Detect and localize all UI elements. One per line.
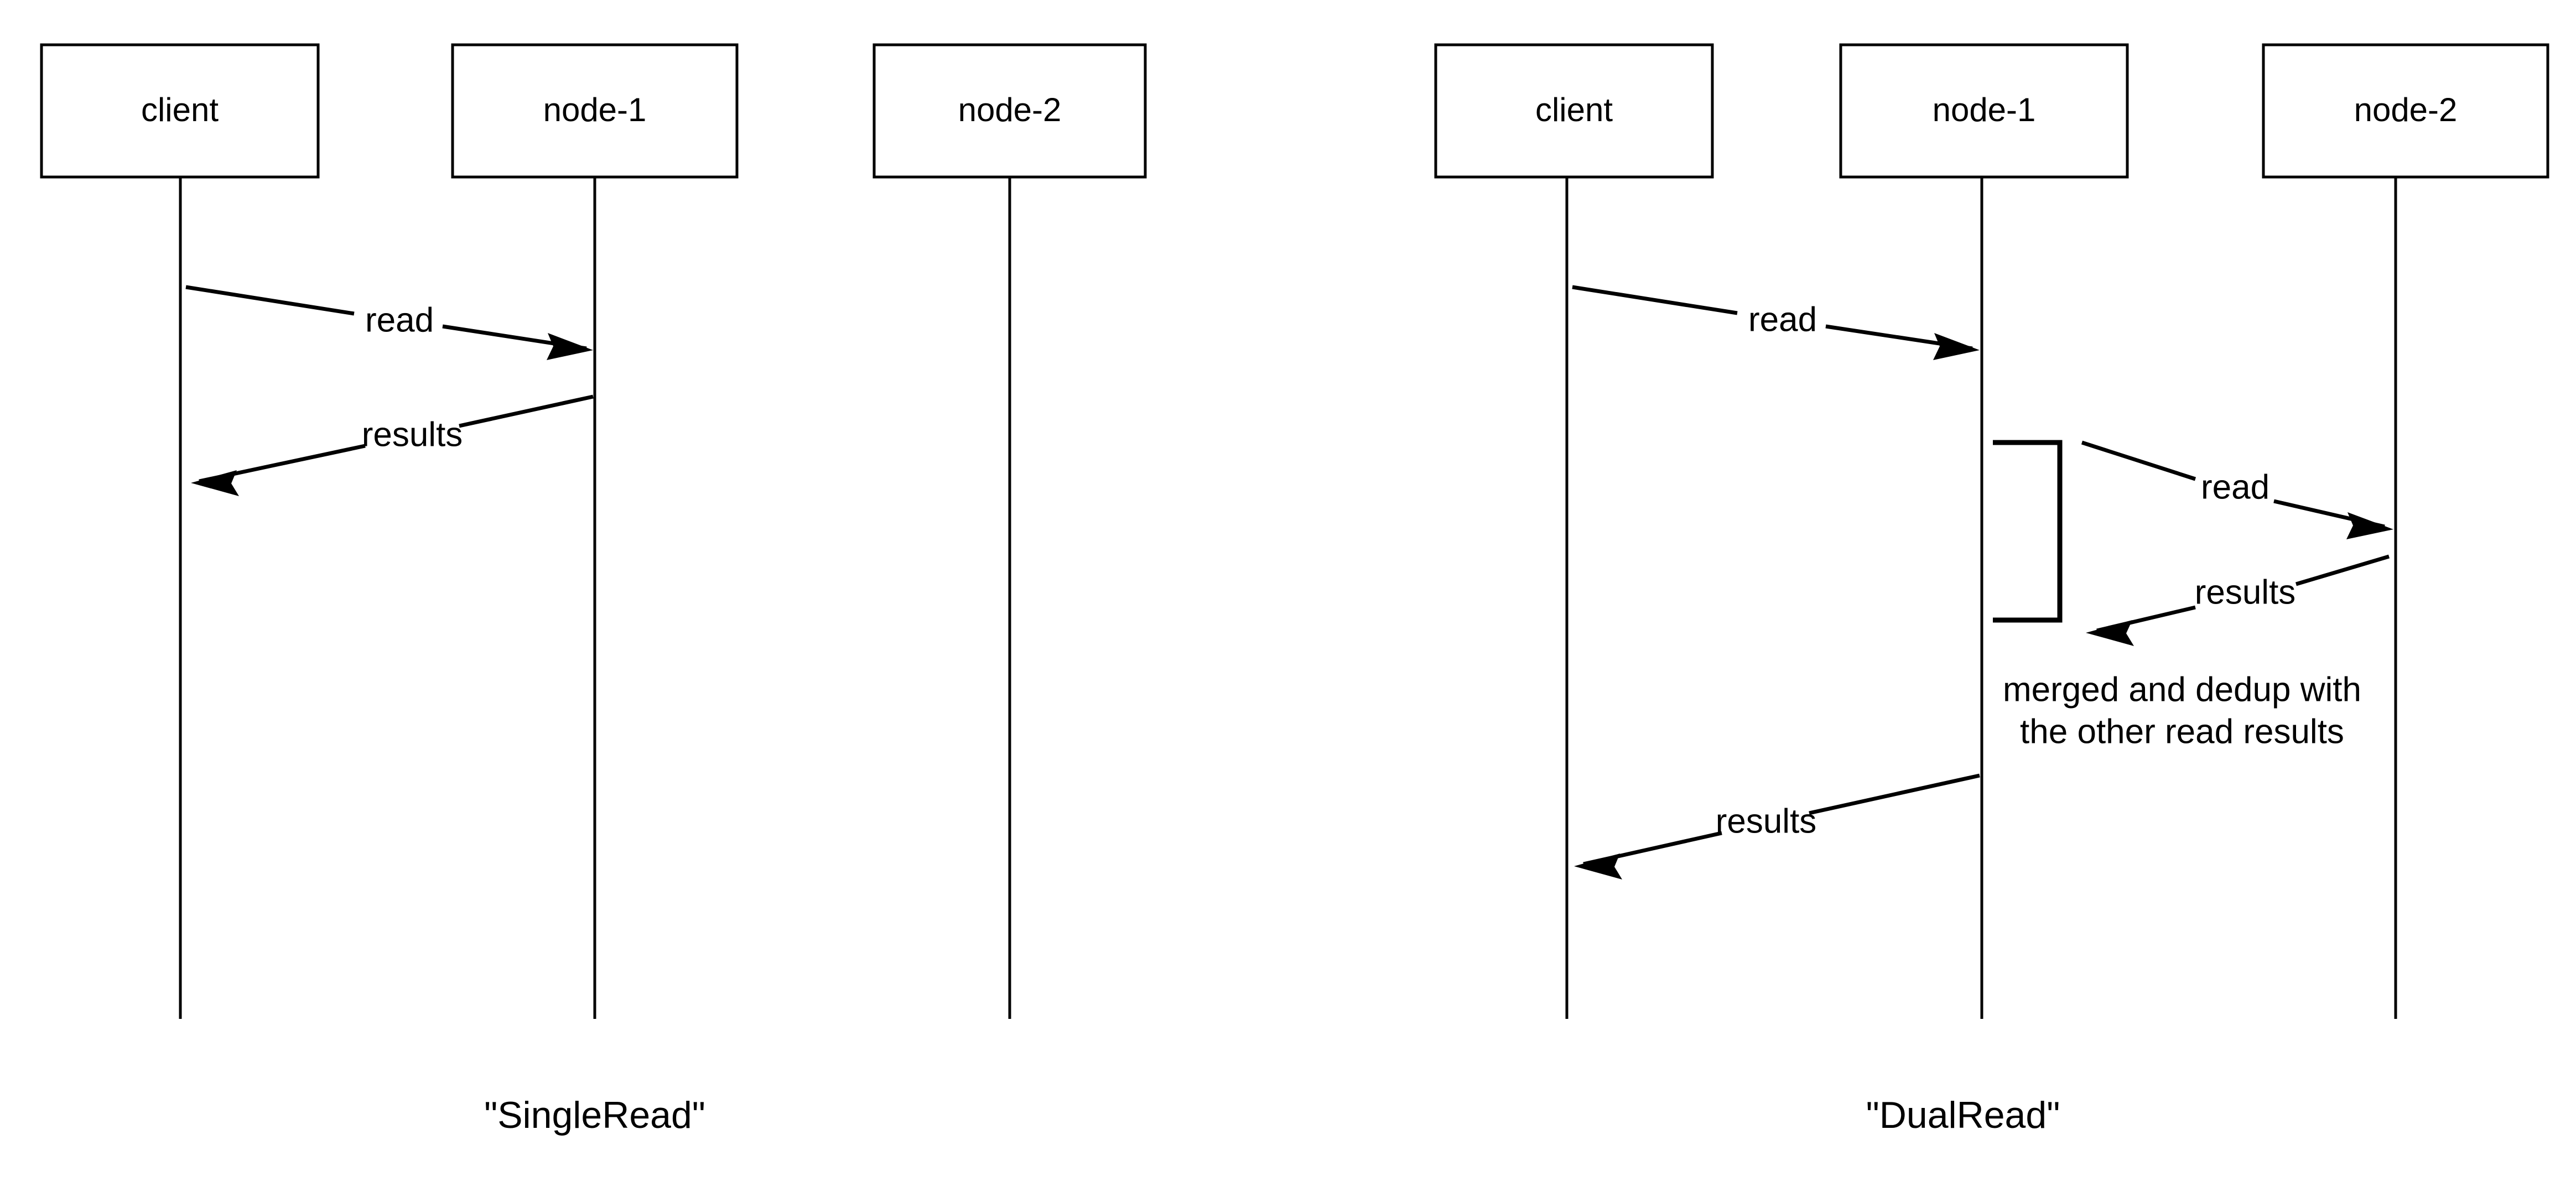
participant-node-2-dual[interactable]: node-2 — [2262, 43, 2549, 179]
arrow-head-right-icon — [1933, 333, 1980, 360]
arrow-head-right-icon — [547, 333, 593, 360]
message-results-node2-to-node1-dual[interactable]: results — [2086, 554, 2390, 646]
message-label: results — [1716, 802, 1817, 840]
message-label: read — [1748, 300, 1817, 339]
participant-box[interactable] — [872, 43, 1147, 179]
arrow-head-left-icon — [2086, 620, 2134, 646]
message-label: results — [2195, 573, 2296, 611]
diagram-single-read: client node-1 node-2 read — [40, 43, 1147, 1136]
note-merged-dedup: merged and dedup with the other read res… — [2003, 670, 2361, 751]
participant-box[interactable] — [40, 43, 320, 179]
note-line-1: merged and dedup with — [2003, 670, 2361, 709]
participant-node-1-single[interactable]: node-1 — [451, 43, 739, 179]
arrow-head-right-icon — [2346, 512, 2393, 539]
participant-client-single[interactable]: client — [40, 43, 320, 179]
participant-box[interactable] — [2262, 43, 2549, 179]
participant-box[interactable] — [1434, 43, 1714, 179]
activation-bracket-node-1 — [1993, 440, 2063, 623]
message-read-client-to-node1-dual[interactable]: read — [1572, 285, 1980, 360]
message-label: read — [365, 301, 434, 339]
message-read-client-to-node1-single[interactable]: read — [185, 285, 593, 360]
participant-box[interactable] — [451, 43, 739, 179]
participant-label: client — [141, 91, 219, 128]
message-read-node1-to-node2-dual[interactable]: read — [2081, 440, 2393, 539]
arrow-head-left-icon — [191, 470, 239, 496]
message-line — [1809, 773, 1980, 815]
message-results-node1-to-client-dual[interactable]: results — [1574, 773, 1980, 879]
message-results-node1-to-client-single[interactable]: results — [191, 394, 594, 496]
message-label: read — [2201, 468, 2269, 506]
message-line — [2081, 440, 2196, 481]
note-line-2: the other read results — [2020, 712, 2344, 751]
message-line — [185, 285, 355, 316]
participant-label: client — [1535, 91, 1613, 128]
message-label: results — [362, 415, 463, 454]
diagram-caption-single-read: "SingleRead" — [484, 1094, 705, 1136]
participant-label: node-1 — [543, 91, 647, 128]
participant-label: node-2 — [958, 91, 1062, 128]
participant-label: node-1 — [1933, 91, 2036, 128]
message-line — [1572, 285, 1738, 315]
participant-box[interactable] — [1839, 43, 2129, 179]
diagram-caption-dual-read: "DualRead" — [1866, 1094, 2060, 1136]
participant-node-2-single[interactable]: node-2 — [872, 43, 1147, 179]
participant-node-1-dual[interactable]: node-1 — [1839, 43, 2129, 179]
message-line — [459, 394, 594, 428]
message-line — [2295, 554, 2390, 586]
arrow-head-left-icon — [1574, 853, 1622, 879]
participant-client-dual[interactable]: client — [1434, 43, 1714, 179]
diagram-dual-read: client node-1 node-2 read — [1434, 43, 2549, 1136]
participant-label: node-2 — [2354, 91, 2458, 128]
